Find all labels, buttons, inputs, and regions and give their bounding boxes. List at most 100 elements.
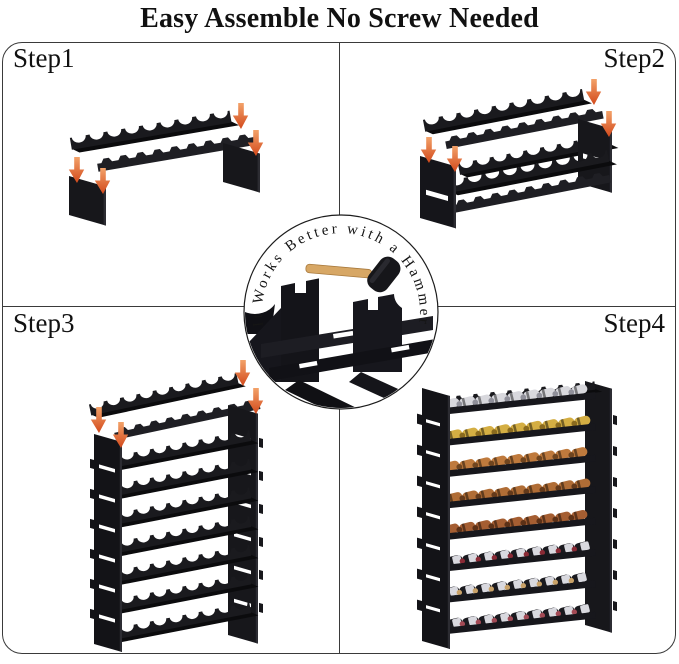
step3-panel: Step3 — [3, 308, 339, 653]
wine-bottle — [491, 424, 511, 436]
wine-bottle — [459, 427, 479, 439]
bottle-row-5-amber-foil — [440, 509, 596, 541]
wine-bottle — [520, 389, 540, 401]
wine-bottle — [523, 546, 543, 558]
step1-panel: Step1 — [3, 43, 339, 306]
wine-bottle — [568, 384, 588, 396]
shelf-bar — [444, 423, 596, 446]
left-side-panel — [420, 156, 456, 229]
wine-bottle — [539, 481, 559, 494]
wine-bottle — [523, 420, 543, 432]
step3-label: Step3 — [13, 308, 75, 338]
wine-bottle — [571, 478, 591, 490]
right-column — [585, 381, 617, 633]
left-column — [417, 388, 450, 650]
wine-bottle — [507, 548, 527, 560]
rack-joint-closeup — [245, 278, 437, 408]
wine-bottle — [523, 483, 543, 495]
shelf-bar — [443, 611, 596, 635]
wine-bottle — [459, 616, 479, 628]
wine-bottle — [475, 488, 495, 500]
wine-bottle — [507, 485, 527, 497]
wine-bottle — [475, 425, 495, 438]
bottle-row-2-gold-foil — [443, 415, 596, 446]
wine-bottle — [539, 544, 559, 556]
center-badge-illustration: It Works Better with a Hammer — [243, 214, 439, 410]
wine-bottle — [552, 574, 572, 586]
wine-bottle — [539, 607, 559, 619]
wine-bottle — [472, 520, 492, 532]
wine-bottle — [555, 605, 575, 617]
wine-bottle — [568, 572, 588, 584]
wine-bottle — [456, 521, 476, 533]
wine-bottle — [571, 415, 591, 427]
wine-bottle — [552, 386, 572, 398]
bottle-row-8-labeled-rose-cap — [443, 604, 596, 635]
wine-bottle — [456, 584, 476, 596]
wine-bottle — [475, 614, 495, 626]
wine-bottle — [456, 459, 476, 471]
wine-bottle — [552, 448, 572, 460]
step4-illustration — [417, 380, 617, 650]
step1-illustration — [68, 103, 264, 226]
wine-bottle — [507, 422, 527, 434]
bottle-row-4-bronze-foil — [443, 478, 596, 509]
wine-bottle — [523, 609, 543, 621]
step2-label: Step2 — [603, 43, 665, 73]
wine-bottle — [568, 447, 588, 459]
wine-bottle — [472, 394, 492, 406]
wine-bottle — [472, 582, 492, 594]
bottle-row-7-labeled-cream-cap — [440, 572, 596, 603]
wine-bottle — [504, 391, 524, 403]
wine-bottle — [571, 604, 591, 616]
step2-illustration — [420, 79, 619, 229]
wine-bottle — [488, 392, 508, 404]
wine-bottle — [472, 457, 492, 469]
right-side-panel — [223, 143, 260, 193]
wine-bottle — [539, 419, 559, 431]
bottle-row-6-labeled-red-cap — [443, 541, 596, 572]
wine-bottle — [520, 515, 540, 527]
wine-bottle — [504, 516, 524, 528]
wine-bottle — [459, 553, 479, 565]
center-badge: It Works Better with a Hammer — [241, 212, 441, 412]
shelf-bar — [444, 392, 596, 415]
wine-bottle — [555, 480, 575, 492]
wine-bottle — [571, 541, 591, 553]
wine-bottle — [507, 610, 527, 622]
left-side-panel — [69, 176, 106, 226]
wine-bottle — [536, 450, 556, 462]
shelf-bar — [444, 549, 596, 572]
wine-bottle — [456, 396, 476, 408]
wine-bottle — [568, 509, 588, 522]
step1-label: Step1 — [13, 43, 75, 73]
wine-bottle — [488, 581, 508, 593]
left-column — [90, 434, 122, 653]
step4-panel: Step4 — [341, 308, 675, 653]
wine-bottle — [536, 513, 556, 525]
step4-label: Step4 — [603, 308, 665, 338]
wine-bottle — [555, 543, 575, 555]
wine-bottle — [536, 387, 556, 399]
wine-bottle — [491, 487, 511, 499]
step2-panel: Step2 — [341, 43, 675, 306]
wine-bottle — [504, 579, 524, 591]
wine-bottle — [475, 551, 495, 563]
wine-bottle — [520, 577, 540, 589]
wine-bottle — [488, 518, 508, 530]
bottle-row-3-copper-foil — [440, 447, 596, 478]
page-title: Easy Assemble No Screw Needed — [140, 3, 539, 34]
wine-bottle — [459, 490, 479, 502]
wine-bottle — [552, 511, 572, 523]
step3-illustration — [88, 360, 264, 653]
wine-bottle — [520, 452, 540, 464]
wine-bottle — [491, 549, 511, 561]
down-arrow-icon — [585, 79, 602, 105]
wine-bottle — [536, 576, 556, 588]
shelf-bar — [443, 454, 596, 478]
mallet-icon — [305, 256, 401, 293]
wine-bottle — [443, 554, 463, 566]
wine-bottle — [491, 612, 511, 624]
bottle-row-1-silver-foil — [440, 384, 596, 415]
